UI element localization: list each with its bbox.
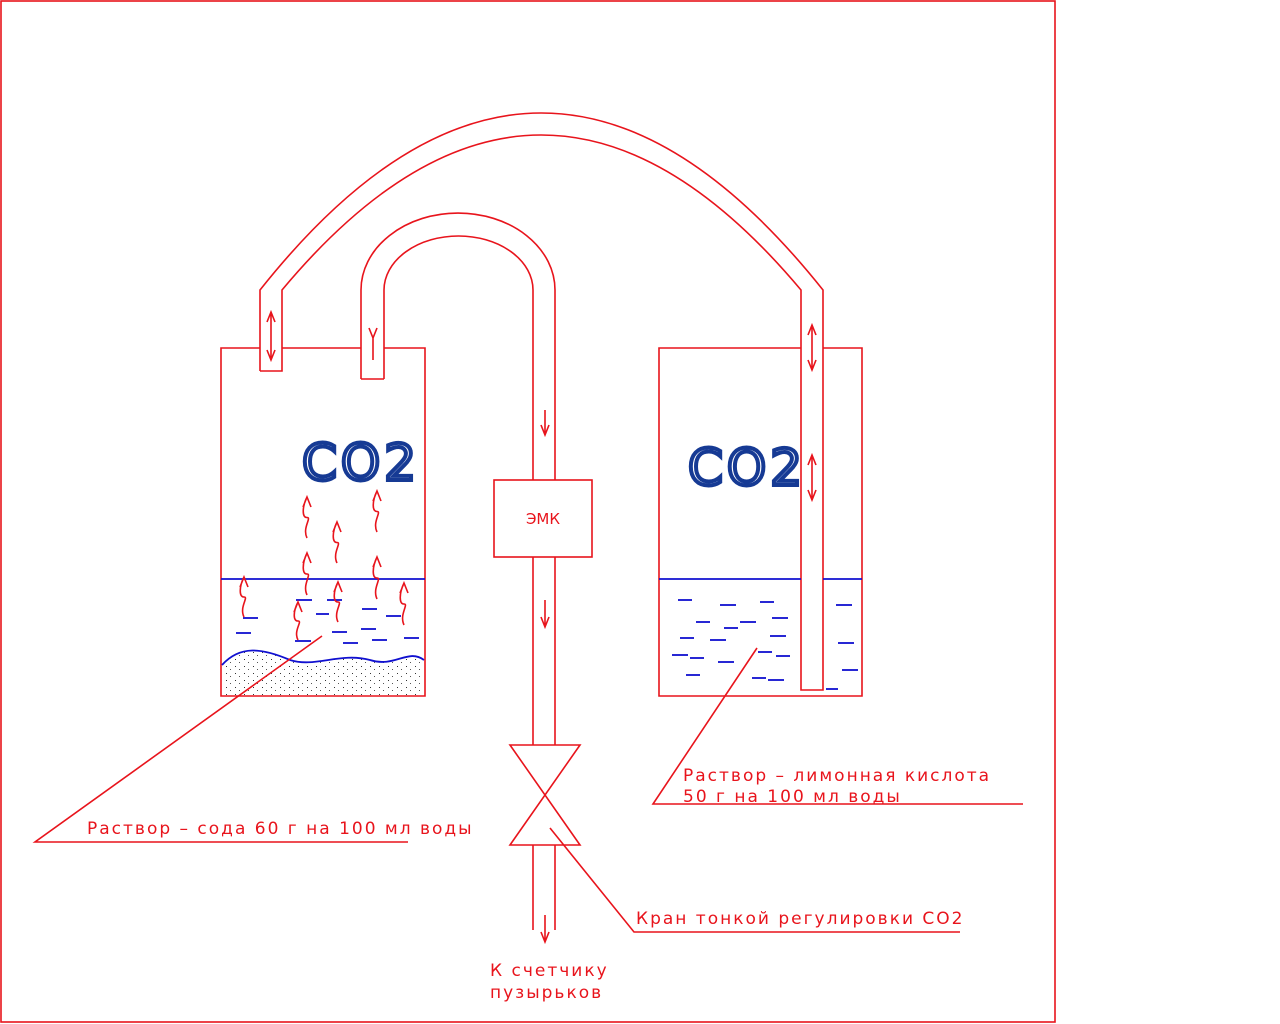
right-solution-label-line2: 50 г на 100 мл воды bbox=[683, 787, 902, 807]
bidirectional-arrow-icon bbox=[807, 322, 817, 373]
outer-connecting-tube bbox=[259, 112, 824, 691]
flow-arrow-icon bbox=[540, 600, 550, 630]
valve-label: Кран тонкой регулировки CO2 bbox=[636, 909, 965, 929]
bubble-arrow-icon bbox=[399, 580, 409, 626]
needle-valve-symbol bbox=[508, 744, 582, 846]
solenoid-valve-label: ЭМК bbox=[526, 510, 560, 528]
sediment-surface bbox=[221, 649, 425, 666]
right-vessel-citric-acid: CO2 bbox=[658, 347, 863, 697]
bubble-arrow-icon bbox=[332, 519, 342, 564]
bubble-arrow-icon bbox=[333, 579, 343, 623]
left-vessel-soda: CO2 bbox=[220, 347, 426, 697]
inner-u-tube bbox=[360, 212, 556, 480]
outlet-label-line1: К счетчику bbox=[490, 961, 609, 981]
soda-sediment bbox=[222, 650, 424, 695]
left-label-leader bbox=[32, 635, 408, 843]
bubble-arrow-icon bbox=[293, 599, 303, 641]
bubble-arrow-icon bbox=[302, 494, 312, 539]
right-label-leader bbox=[651, 647, 1023, 805]
gas-bubble-arrows bbox=[239, 488, 409, 641]
solenoid-valve-box: ЭМК bbox=[493, 479, 593, 558]
outlet-label-line2: пузырьков bbox=[490, 983, 603, 1003]
bubble-arrow-icon bbox=[302, 550, 312, 596]
left-gas-label: CO2 bbox=[302, 434, 420, 492]
flow-arrows bbox=[266, 309, 817, 945]
liquid-dashes-left bbox=[236, 599, 419, 644]
drawing-frame bbox=[0, 0, 1056, 1023]
bubble-arrow-icon bbox=[239, 574, 249, 618]
flow-arrow-icon bbox=[368, 327, 378, 360]
valve-label-leader bbox=[549, 827, 960, 933]
right-gas-label: CO2 bbox=[688, 439, 806, 497]
flow-arrow-icon bbox=[540, 915, 550, 945]
right-solution-label-line1: Раствор – лимонная кислота bbox=[683, 766, 991, 786]
bidirectional-arrow-icon bbox=[266, 309, 276, 363]
left-solution-label: Раствор – сода 60 г на 100 мл воды bbox=[87, 819, 474, 839]
bubble-arrow-icon bbox=[372, 488, 382, 533]
liquid-dashes-right bbox=[672, 599, 858, 690]
bidirectional-arrow-icon bbox=[807, 452, 817, 503]
flow-arrow-icon bbox=[540, 410, 550, 438]
bubble-arrow-icon bbox=[372, 554, 382, 600]
